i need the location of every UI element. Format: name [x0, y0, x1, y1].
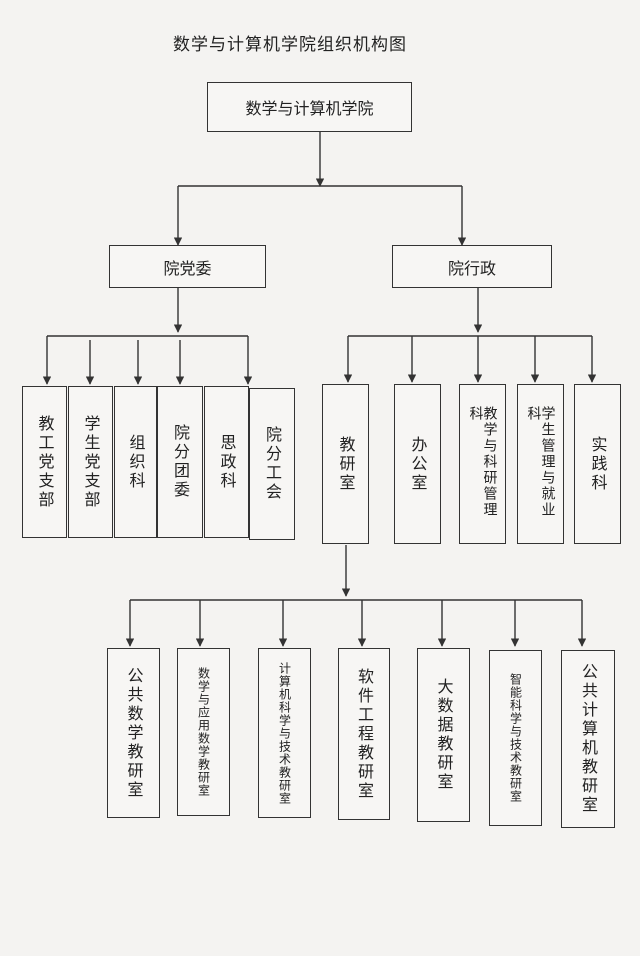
admin-unit: 教学与科研管理科 — [459, 384, 506, 544]
admin-unit: 教研室 — [322, 384, 369, 544]
teaching-office: 公共数学教研室 — [107, 648, 160, 818]
party-unit-label: 院分团委 — [171, 424, 190, 500]
teaching-office-label: 大数据教研室 — [434, 678, 454, 792]
admin-unit-label: 学生管理与就业科 — [525, 406, 556, 518]
party-unit-label: 组织科 — [126, 433, 146, 491]
teaching-office-label: 软件工程教研室 — [355, 667, 374, 801]
root-node: 数学与计算机学院 — [207, 82, 412, 132]
admin-unit-label: 实践科 — [588, 435, 608, 493]
party-unit-label: 院分工会 — [263, 426, 282, 502]
admin-unit-label: 教研室 — [336, 435, 356, 493]
teaching-office-label: 数学与应用数学教研室 — [196, 667, 211, 797]
teaching-office: 公共计算机教研室 — [561, 650, 615, 828]
teaching-office: 大数据教研室 — [417, 648, 470, 822]
admin-unit: 实践科 — [574, 384, 621, 544]
party-unit: 组织科 — [114, 386, 157, 538]
administration-node: 院行政 — [392, 245, 552, 288]
teaching-office: 软件工程教研室 — [338, 648, 390, 820]
chart-title: 数学与计算机学院组织机构图 — [173, 35, 407, 55]
party-unit-label: 教工党支部 — [35, 414, 55, 510]
teaching-office: 数学与应用数学教研室 — [177, 648, 230, 816]
party-committee-node: 院党委 — [109, 245, 266, 288]
party-unit: 院分团委 — [157, 386, 203, 538]
party-unit: 教工党支部 — [22, 386, 67, 538]
admin-unit-label: 办公室 — [408, 435, 428, 493]
teaching-office: 智能科学与技术教研室 — [489, 650, 542, 826]
teaching-office-label: 公共计算机教研室 — [579, 663, 598, 815]
admin-unit: 学生管理与就业科 — [517, 384, 564, 544]
teaching-office-label: 公共数学教研室 — [124, 666, 144, 800]
party-unit: 思政科 — [204, 386, 249, 538]
teaching-office-label: 智能科学与技术教研室 — [508, 673, 523, 803]
party-unit: 学生党支部 — [68, 386, 113, 538]
admin-unit: 办公室 — [394, 384, 441, 544]
party-unit-label: 思政科 — [217, 433, 237, 491]
teaching-office: 计算机科学与技术教研室 — [258, 648, 311, 818]
party-unit-label: 学生党支部 — [81, 414, 101, 510]
party-unit: 院分工会 — [249, 388, 295, 540]
teaching-office-label: 计算机科学与技术教研室 — [277, 661, 292, 805]
admin-unit-label: 教学与科研管理科 — [467, 406, 498, 518]
